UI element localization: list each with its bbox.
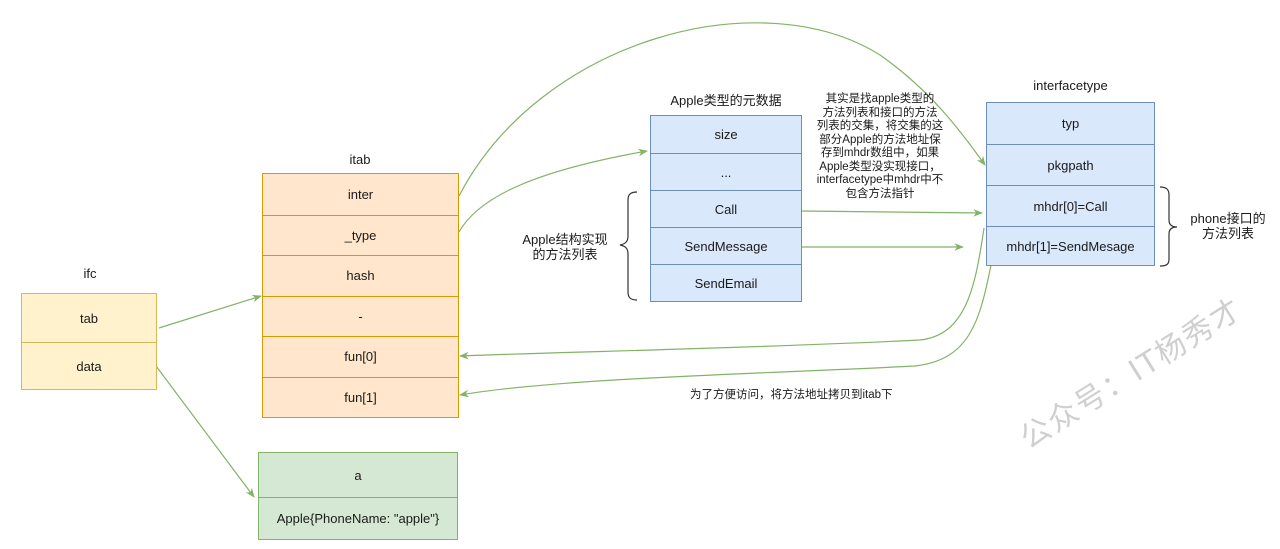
itab-field-inter: inter xyxy=(347,186,374,202)
apple-metadata-title: Apple类型的元数据 xyxy=(670,93,782,108)
interfacetype-field-typ: typ xyxy=(1061,116,1080,131)
ifc-title: ifc xyxy=(83,266,97,281)
note-line: 其实是找apple类型的 xyxy=(825,93,935,105)
arrow-tab-to-itab xyxy=(158,294,262,329)
interfacetype-field-pkgpath: pkgpath xyxy=(987,144,1154,185)
brace-phone-methods xyxy=(1159,186,1178,267)
interfacetype-struct: typ pkgpath mhdr[0]=Call mhdr[1]=SendMes… xyxy=(986,102,1155,266)
note-line: 包含方法指针 xyxy=(845,187,915,200)
arrow-mhdr0-to-fun0 xyxy=(459,227,985,360)
ifc-field-tab: tab xyxy=(79,310,99,326)
itab-title: itab xyxy=(349,152,371,167)
arrow-call-to-mhdr0 xyxy=(801,209,983,217)
itab-field-fun1: fun[1] xyxy=(263,376,458,418)
interfacetype-field-mhdr1: mhdr[1]=SendMesage xyxy=(987,226,1154,265)
value-struct: a Apple{PhoneName: "apple"} xyxy=(258,452,458,540)
itab-field-hash: hash xyxy=(263,255,458,296)
arrow-inter-to-interfacetype xyxy=(458,22,986,197)
ifc-field-data: data xyxy=(22,342,156,389)
itab-field-type: _type xyxy=(263,214,458,256)
note-line: 部分Apple的方法地址保 xyxy=(819,133,941,146)
apple-metadata-struct: size ... Call SendMessage SendEmail xyxy=(650,115,802,302)
apple-field-sendemail: SendEmail xyxy=(651,264,801,301)
apple-methods-label: Apple结构实现 的方法列表 xyxy=(510,232,620,262)
note-line: 列表的交集，将交集的这 xyxy=(816,120,944,132)
apple-field-call: Call xyxy=(651,190,801,227)
phone-methods-label-line: 方法列表 xyxy=(1201,226,1254,241)
intersection-note: 其实是找apple类型的 方法列表和接口的方法 列表的交集，将交集的这 部分Ap… xyxy=(808,93,952,201)
arrow-mhdr1-to-fun1 xyxy=(459,264,992,398)
apple-methods-label-line: Apple结构实现 xyxy=(522,232,608,247)
apple-field-ellipsis: ... xyxy=(651,153,801,190)
itab-struct: inter _type hash - fun[0] fun[1] xyxy=(262,173,459,418)
arrow-data-to-value xyxy=(155,365,255,498)
value-field-literal: Apple{PhoneName: "apple"} xyxy=(259,497,457,539)
brace-apple-methods xyxy=(619,191,638,301)
itab-field-padding: - xyxy=(263,295,458,337)
apple-methods-label-line: 的方法列表 xyxy=(532,247,598,262)
phone-methods-label: phone接口的 方法列表 xyxy=(1183,211,1273,241)
phone-methods-label-line: phone接口的 xyxy=(1190,211,1266,226)
interfacetype-field-mhdr0: mhdr[0]=Call xyxy=(987,185,1154,226)
copy-note: 为了方便访问，将方法地址拷贝到itab下 xyxy=(690,389,893,401)
apple-field-sendmessage: SendMessage xyxy=(651,227,801,264)
note-line: interfacetype中mhdr中不 xyxy=(816,174,944,186)
note-line: 存到mhdr数组中，如果 xyxy=(820,147,940,159)
ifc-struct: tab data xyxy=(21,293,157,390)
itab-field-fun0: fun[0] xyxy=(263,336,458,377)
note-line: 方法列表和接口的方法 xyxy=(822,106,938,119)
note-line: Apple类型没实现接口， xyxy=(819,160,941,173)
apple-field-size: size xyxy=(714,127,738,142)
value-field-name: a xyxy=(354,467,362,483)
arrow-type-to-apple-metadata xyxy=(458,148,648,233)
interfacetype-title: interfacetype xyxy=(1033,78,1108,93)
